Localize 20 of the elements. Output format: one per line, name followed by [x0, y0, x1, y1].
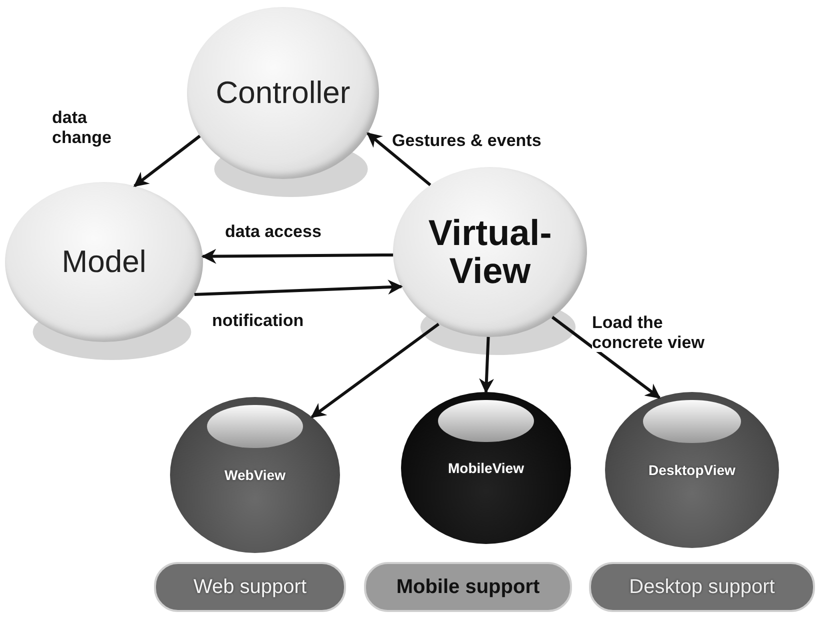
arrow [201, 248, 394, 264]
arrow [310, 322, 440, 418]
node-label: Desktop support [629, 576, 775, 598]
node-label: Mobile support [396, 576, 540, 598]
node-label: MobileView [448, 460, 524, 476]
support-pill [589, 562, 815, 612]
node-label: Virtual-View [427, 214, 553, 290]
arrow [366, 132, 432, 186]
arrow [133, 134, 201, 188]
node-label: Controller [216, 76, 350, 110]
node-label: Web support [193, 576, 307, 598]
node-label: DesktopView [648, 462, 736, 478]
arrow [551, 316, 661, 399]
arrow [194, 280, 403, 296]
support-pill [154, 562, 346, 612]
node-label: Model [62, 246, 146, 278]
arrow [479, 336, 494, 394]
node-label: WebView [224, 468, 286, 482]
support-pill [364, 562, 572, 612]
edge-label: data change [52, 108, 112, 148]
